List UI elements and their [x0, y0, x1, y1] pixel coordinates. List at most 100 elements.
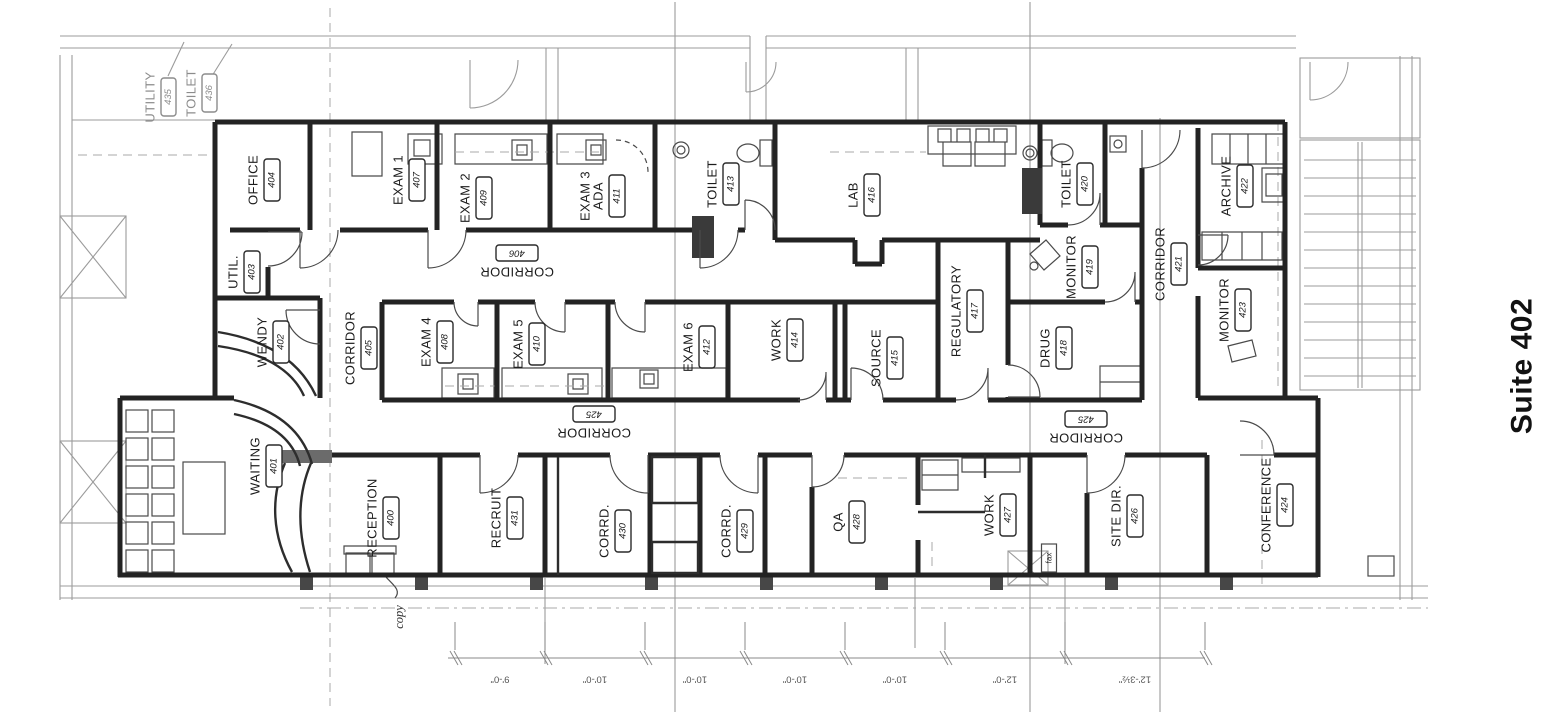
room-name: LAB — [846, 182, 861, 208]
room-name: EXAM 5 — [511, 319, 526, 369]
shell-door-swings — [469, 59, 1349, 109]
room-name: CORRIDOR — [343, 311, 358, 385]
room-name: WORK — [982, 494, 997, 536]
monitor423-desk — [1227, 339, 1257, 363]
room-name: MONITOR — [1064, 235, 1079, 299]
sink — [672, 141, 690, 159]
work427-equipment — [921, 457, 1021, 491]
room-number-box — [1170, 242, 1188, 286]
toilet-bowl — [736, 143, 760, 163]
waiting-chairs — [125, 409, 226, 573]
sink — [1109, 135, 1127, 153]
suite-title: Suite 402 — [1506, 298, 1539, 434]
room-number: 412 — [702, 338, 713, 355]
room-label-reception-400: RECEPTION 400 — [365, 478, 400, 558]
copy-leader — [385, 576, 398, 599]
room-number: 435 — [163, 88, 174, 105]
room-number-box — [408, 158, 426, 202]
drug-counter — [1099, 365, 1143, 399]
room-number-box — [863, 173, 881, 217]
room-number-box — [160, 77, 177, 117]
suite-title-text: Suite 402 — [1506, 298, 1539, 434]
dimension-label: 10'-0" — [783, 674, 807, 685]
room-number: 420 — [1080, 175, 1091, 192]
room-label-toilet-420: TOILET 420 — [1059, 160, 1094, 208]
monitor419-chair — [1029, 261, 1039, 271]
room-number: 409 — [479, 189, 490, 206]
room-number: 416 — [867, 186, 878, 203]
room-number-box — [201, 73, 218, 113]
lab-sink-bowl — [1025, 148, 1035, 158]
room-name: RECEPTION — [365, 478, 380, 557]
room-name: TOILET — [1059, 160, 1074, 208]
fax-annotation: fax — [1040, 543, 1058, 573]
room-number-box — [999, 493, 1017, 537]
room-number: 431 — [510, 510, 521, 526]
room-number-box — [886, 336, 904, 380]
room-name: CONFERENCE — [1259, 457, 1274, 552]
toilet-tank — [759, 139, 773, 167]
room-number-box — [966, 289, 984, 333]
room-number: 421 — [1174, 256, 1185, 272]
dimension-label: 10'-0" — [683, 674, 707, 685]
room-number: 425 — [585, 409, 602, 420]
room-label-util-403: UTIL.403 — [226, 250, 261, 294]
room-label-corrd-429: CORRD. 429 — [719, 504, 754, 558]
room-name: CORRIDOR — [480, 265, 554, 280]
room-number: 429 — [740, 522, 751, 539]
room-number: 408 — [440, 333, 451, 350]
room-number-box — [475, 176, 493, 220]
room-name: WORK — [769, 319, 784, 361]
waiting-table — [182, 461, 226, 535]
room-number-box — [1076, 162, 1094, 206]
grid-line-vertical — [1261, 122, 1279, 590]
room-number: 410 — [532, 335, 543, 352]
bottom-row-walls — [332, 452, 1318, 575]
exterior-walls — [59, 35, 1413, 600]
top-row-walls — [215, 122, 1142, 301]
room-number-box — [736, 509, 754, 553]
exam1-casework — [351, 131, 443, 177]
room-number: 423 — [1238, 301, 1249, 318]
sink-bowl — [676, 145, 686, 155]
room-number-box — [722, 162, 740, 206]
room-name: DRUG — [1038, 328, 1053, 368]
room-name-line2: ADA — [591, 182, 606, 210]
room-name: CORRD. — [719, 504, 734, 558]
room-number-box — [506, 496, 524, 540]
dimension-string: 9'-0" 10'-0" 10'-0" 10'-0" 10'-0" 12'-0"… — [448, 622, 1213, 685]
room-number-box — [265, 444, 283, 488]
room-name: WAITING — [248, 437, 263, 495]
room-number: 436 — [204, 84, 215, 101]
doors-bottom — [479, 420, 1275, 494]
room-number: 411 — [612, 188, 623, 203]
room-number-box — [1236, 164, 1254, 208]
stair-rail — [1357, 142, 1363, 388]
room-name: OFFICE — [246, 155, 261, 205]
room-number: 415 — [890, 349, 901, 366]
room-number: 400 — [386, 509, 397, 526]
dimension-label: 9'-0" — [491, 674, 510, 685]
room-number-box — [572, 405, 616, 423]
dimension-label: 10'-0" — [583, 674, 607, 685]
building-shell — [59, 35, 1428, 600]
